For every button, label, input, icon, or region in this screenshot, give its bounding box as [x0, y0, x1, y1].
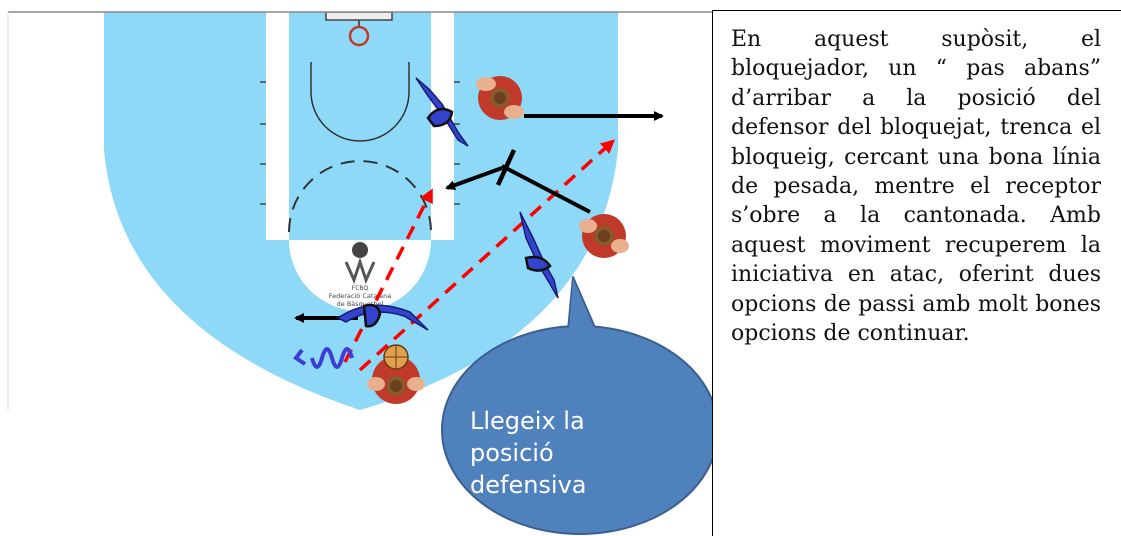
- svg-text:de Bàsquetbol: de Bàsquetbol: [337, 300, 384, 308]
- screener-path: [501, 164, 591, 214]
- defender-icon: [415, 77, 469, 147]
- pass-line-to-screener: [343, 188, 433, 363]
- player-icon: [476, 76, 524, 120]
- dribble-icon: [293, 347, 354, 369]
- screener-roll-arrow: [445, 166, 503, 190]
- text-panel: En aquest supòsit, el bloquejador, un “ …: [712, 10, 1121, 536]
- player-icon: [579, 214, 629, 258]
- lane-hash-marks: [260, 81, 460, 205]
- fcbq-logo: FCBQ Federació Catalana de Bàsquetbol: [329, 242, 392, 308]
- defender-icon: [336, 303, 429, 331]
- defender-icon: [519, 211, 559, 299]
- pass-lines: [343, 139, 615, 372]
- court-diagram: FCBQ Federació Catalana de Bàsquetbol: [7, 11, 712, 535]
- description-text: En aquest supòsit, el bloquejador, un “ …: [731, 27, 1101, 347]
- svg-text:FCBQ: FCBQ: [352, 285, 369, 292]
- speech-bubble: [441, 276, 712, 535]
- free-throw-circle: [289, 240, 431, 311]
- pass-line-to-corner: [358, 139, 615, 372]
- player-icon: [367, 356, 425, 404]
- basketball-hoop-icon: [325, 12, 393, 47]
- basketball-icon: [383, 344, 409, 370]
- half-court: [8, 12, 712, 410]
- paint-lane: [289, 12, 431, 240]
- svg-text:Federació Catalana: Federació Catalana: [329, 292, 392, 300]
- screen-bar: [495, 149, 517, 186]
- speech-bubble-text: Llegeix la posició defensiva: [470, 407, 587, 499]
- restricted-arc: [310, 62, 410, 142]
